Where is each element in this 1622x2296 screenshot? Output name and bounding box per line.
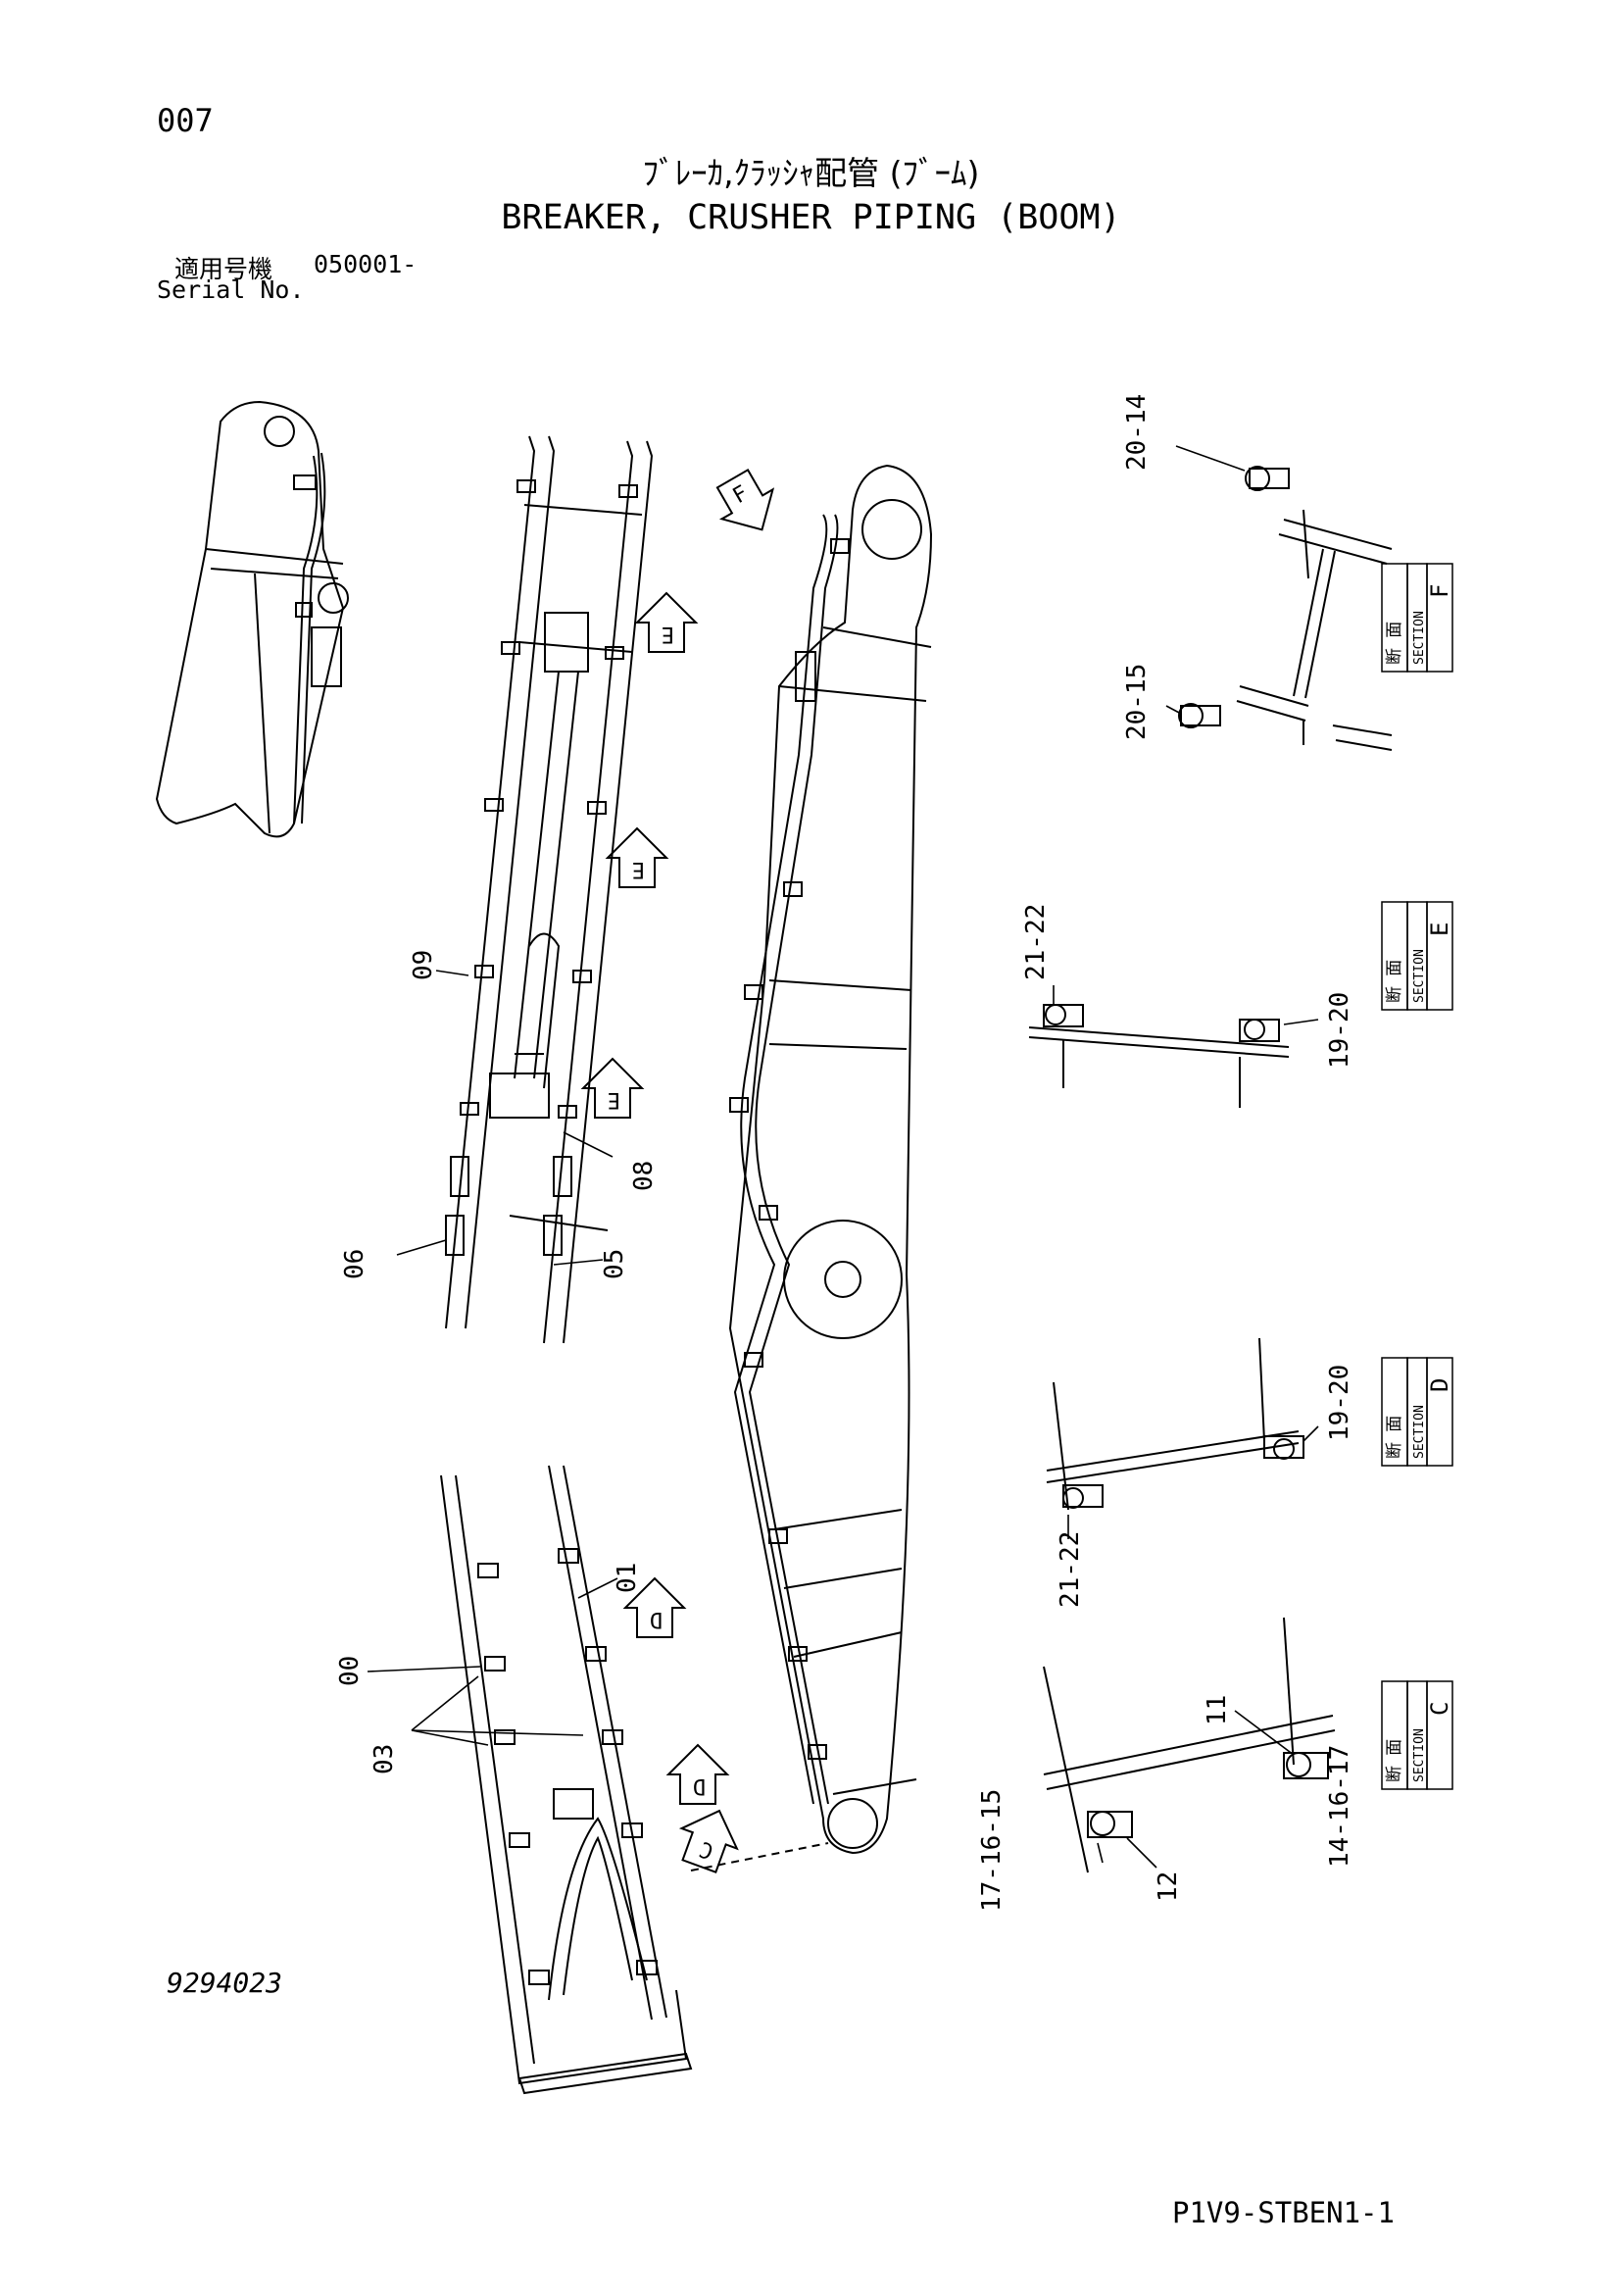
view-arrow-d-1: D xyxy=(622,1576,687,1638)
label-e-left: 21-22 xyxy=(1021,904,1051,980)
label-03: 03 xyxy=(369,1744,399,1774)
svg-text:C: C xyxy=(1426,1702,1453,1716)
svg-text:D: D xyxy=(693,1773,706,1798)
section-e-detail xyxy=(1028,985,1319,1108)
label-e-right: 19-20 xyxy=(1325,992,1354,1069)
label-01: 01 xyxy=(613,1563,642,1593)
label-c-left: 17-16-15 xyxy=(977,1789,1007,1912)
boom-side-view xyxy=(728,464,933,1855)
label-11: 11 xyxy=(1203,1695,1232,1725)
section-box-e: 断 面 SECTION E xyxy=(1381,901,1453,1011)
document-code: P1V9-STBEN1-1 xyxy=(1172,2196,1395,2229)
part-leaders xyxy=(367,970,618,1746)
svg-text:SECTION: SECTION xyxy=(1412,949,1427,1003)
reference-line xyxy=(690,1842,829,1872)
section-box-d: 断 面 SECTION D xyxy=(1381,1357,1453,1467)
svg-text:F: F xyxy=(1426,584,1453,598)
section-box-c: 断 面 SECTION C xyxy=(1381,1680,1453,1790)
boom-upper-top-view xyxy=(445,435,654,1344)
svg-text:SECTION: SECTION xyxy=(1412,1405,1427,1459)
view-arrow-f: F xyxy=(715,468,775,531)
title-japanese: ﾌﾞﾚｰｶ,ｸﾗｯｼｬ配管 (ﾌﾞｰﾑ) xyxy=(642,154,980,192)
svg-text:断 面: 断 面 xyxy=(1385,1416,1404,1459)
boom-lower-top-view xyxy=(440,1465,693,2095)
svg-text:D: D xyxy=(650,1607,663,1631)
svg-text:E: E xyxy=(632,857,645,881)
label-d-left: 21-22 xyxy=(1056,1531,1085,1608)
serial-label-english: Serial No. xyxy=(157,275,305,304)
section-f-detail xyxy=(1165,445,1393,751)
svg-text:F: F xyxy=(729,481,753,509)
svg-text:E: E xyxy=(608,1087,620,1112)
view-arrow-e-1: E xyxy=(634,591,699,653)
svg-text:E: E xyxy=(662,622,674,646)
section-box-f: 断 面 SECTION F xyxy=(1381,563,1453,673)
view-arrow-d-2: D xyxy=(665,1743,730,1805)
label-f-top: 20-14 xyxy=(1122,394,1152,471)
part-labels: 09 08 06 05 01 00 03 20-14 20-15 21-22 1… xyxy=(335,394,1354,1912)
label-12: 12 xyxy=(1154,1872,1183,1902)
boom-perspective-view xyxy=(155,400,349,838)
label-c-right: 14-16-17 xyxy=(1325,1745,1354,1868)
view-arrow-e-3: E xyxy=(580,1057,645,1119)
svg-text:断 面: 断 面 xyxy=(1385,622,1404,665)
svg-text:断 面: 断 面 xyxy=(1385,960,1404,1003)
view-arrow-e-2: E xyxy=(605,826,669,888)
label-00: 00 xyxy=(335,1656,365,1686)
label-05: 05 xyxy=(600,1249,629,1279)
section-c-detail xyxy=(1043,1617,1336,1873)
section-d-detail xyxy=(1046,1337,1319,1539)
label-08: 08 xyxy=(629,1161,659,1191)
label-09: 09 xyxy=(409,950,438,980)
title-english: BREAKER, CRUSHER PIPING (BOOM) xyxy=(501,198,1121,237)
serial-number-value: 050001- xyxy=(314,250,418,278)
svg-text:C: C xyxy=(697,1836,717,1864)
svg-text:断 面: 断 面 xyxy=(1385,1739,1404,1782)
svg-text:E: E xyxy=(1426,923,1453,936)
page-number: 007 xyxy=(157,102,214,139)
svg-text:D: D xyxy=(1426,1378,1453,1392)
serial-label-japanese: 適用号機 xyxy=(174,255,273,283)
svg-text:SECTION: SECTION xyxy=(1412,611,1427,665)
label-06: 06 xyxy=(340,1249,369,1279)
svg-text:SECTION: SECTION xyxy=(1412,1728,1427,1782)
drawing-number: 9294023 xyxy=(167,1967,283,1999)
label-d-right: 19-20 xyxy=(1325,1365,1354,1441)
view-arrow-c: C xyxy=(678,1809,739,1873)
label-f-bottom: 20-15 xyxy=(1122,664,1152,740)
